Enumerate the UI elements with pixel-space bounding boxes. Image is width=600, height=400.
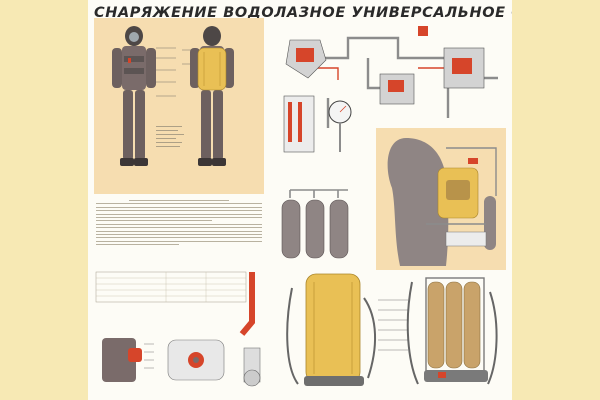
poster-sheet: СНАРЯЖЕНИЕ ВОДОЛАЗНОЕ УНИВЕРСАЛЬНОЕ СВУ-… (88, 0, 512, 400)
poster-title: СНАРЯЖЕНИЕ ВОДОЛАЗНОЕ УНИВЕРСАЛЬНОЕ СВУ-… (94, 5, 512, 21)
gas-cylinder-bank (281, 189, 349, 259)
component-details-panel (102, 338, 225, 382)
specification-table (95, 271, 247, 303)
callout-lines (378, 299, 408, 351)
diver-back-figure (190, 26, 234, 166)
apparatus-cylinders-frame (406, 277, 498, 385)
pressure-gauge-manifold (283, 95, 352, 153)
apparatus-schematic (285, 26, 498, 128)
hose-fitting-diagram (239, 272, 261, 387)
breathing-circuit-panel (376, 128, 506, 270)
diver-suit-panel (94, 18, 264, 194)
description-text-block (96, 200, 262, 247)
rebreather-apparatus-yellow (286, 273, 376, 386)
diver-front-figure (112, 26, 156, 166)
